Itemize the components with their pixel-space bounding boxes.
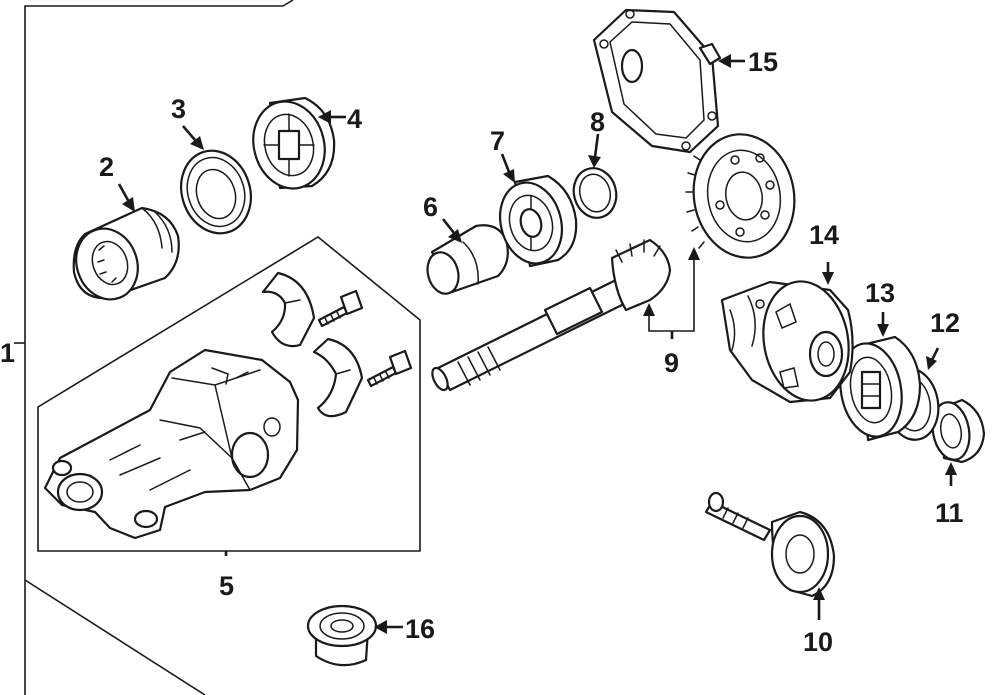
bearing-cap-upper xyxy=(261,271,316,348)
callout-14: 14 xyxy=(809,220,839,250)
callout-numbers: 1 2 3 4 5 6 7 8 9 10 11 12 13 14 15 16 xyxy=(0,47,964,657)
bearing-cap-lower xyxy=(312,337,364,418)
callout-7: 7 xyxy=(490,126,505,156)
callout-12: 12 xyxy=(930,308,960,338)
assembly-boundary xyxy=(14,0,294,695)
callout-10: 10 xyxy=(803,627,833,657)
callout-1: 1 xyxy=(0,338,15,368)
callout-13: 13 xyxy=(865,278,895,308)
part-2-seal xyxy=(72,206,180,301)
carrier-inset-box xyxy=(37,236,421,552)
callout-6: 6 xyxy=(423,192,438,222)
callout-9: 9 xyxy=(664,348,679,378)
part-10-flange xyxy=(704,491,836,598)
callout-8: 8 xyxy=(590,107,605,137)
part-6-spacer xyxy=(426,224,509,295)
part-13-side-bearing xyxy=(839,335,922,442)
callout-15: 15 xyxy=(748,47,778,77)
part-8-shim xyxy=(572,167,618,219)
callout-3: 3 xyxy=(171,94,186,124)
leader-lines xyxy=(117,54,957,634)
part-9-pinion-shaft xyxy=(431,238,672,392)
part-9-ring-gear xyxy=(685,133,796,259)
callout-5: 5 xyxy=(219,571,234,601)
callout-16: 16 xyxy=(405,614,435,644)
part-7-pinion-bearing xyxy=(499,174,578,268)
part-16-bushing xyxy=(306,604,378,667)
callout-4: 4 xyxy=(347,104,362,134)
part-5-carrier-housing xyxy=(43,348,300,540)
bolt-upper xyxy=(317,289,364,328)
callout-11: 11 xyxy=(935,498,964,528)
part-11-seal xyxy=(931,398,986,464)
bolt-lower xyxy=(366,349,413,388)
callout-2: 2 xyxy=(99,152,114,182)
part-14-differential-case xyxy=(720,280,854,404)
part-4-bearing xyxy=(252,96,336,190)
part-3-bearing-race xyxy=(180,149,252,235)
part-15-rear-cover xyxy=(592,8,722,154)
